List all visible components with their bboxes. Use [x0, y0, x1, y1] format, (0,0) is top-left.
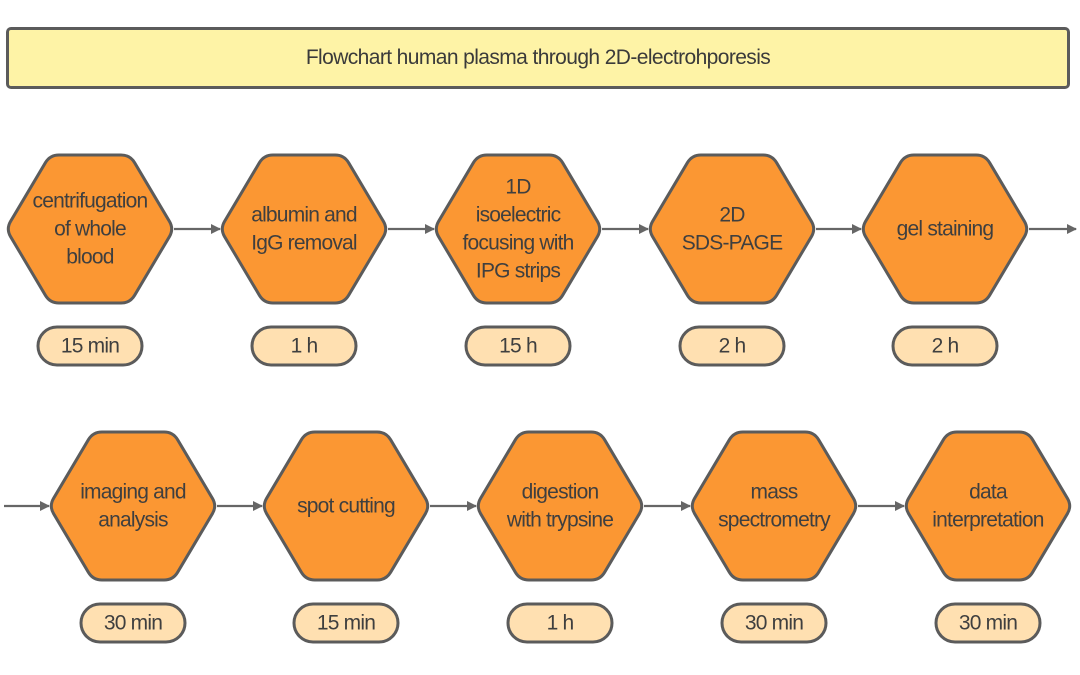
step-label: 2D — [719, 204, 745, 227]
step-hexagon — [434, 153, 602, 305]
step-label: 1D — [505, 176, 531, 199]
duration-label: 15 min — [61, 335, 119, 358]
duration-label: 15 h — [499, 335, 537, 358]
step-hexagon — [6, 153, 174, 305]
step-label: centrifugation — [33, 190, 148, 213]
duration-label: 2 h — [719, 335, 746, 358]
step-label: spot cutting — [297, 495, 395, 518]
process-step: mass spectrometry — [690, 430, 858, 582]
step-label: of whole — [54, 218, 126, 241]
duration-badge: 30 min — [934, 602, 1042, 644]
duration-label: 1 h — [291, 335, 318, 358]
duration-pill — [464, 325, 572, 367]
duration-pill — [292, 602, 400, 644]
duration-pill — [891, 325, 999, 367]
step-label: digestion — [522, 481, 599, 504]
duration-pill — [720, 602, 828, 644]
step-hexagon — [49, 430, 217, 582]
duration-pill — [250, 325, 358, 367]
duration-badge: 30 min — [720, 602, 828, 644]
step-label: mass — [751, 481, 798, 504]
step-label: IgG removal — [251, 232, 357, 255]
step-hexagon — [690, 430, 858, 582]
process-step: gel staining — [861, 153, 1029, 305]
step-label: with trypsine — [506, 509, 613, 532]
step-label: gel staining — [897, 218, 994, 241]
step-label: blood — [66, 246, 114, 269]
duration-badge: 15 min — [292, 602, 400, 644]
step-label: isoelectric — [476, 204, 561, 227]
step-label: data — [969, 481, 1008, 504]
duration-badge: 1 h — [250, 325, 358, 367]
duration-badge: 2 h — [678, 325, 786, 367]
duration-badge: 15 h — [464, 325, 572, 367]
duration-label: 30 min — [104, 612, 162, 635]
step-hexagon — [904, 430, 1072, 582]
process-step: data interpretation — [904, 430, 1072, 582]
step-label: focusing with — [463, 232, 574, 255]
process-step: digestion with trypsine — [476, 430, 644, 582]
duration-pill — [506, 602, 614, 644]
duration-pill — [934, 602, 1042, 644]
step-hexagon — [262, 430, 430, 582]
duration-badge: 2 h — [891, 325, 999, 367]
step-label: IPG strips — [476, 260, 560, 283]
duration-pill — [36, 325, 144, 367]
duration-label: 1 h — [547, 612, 574, 635]
diagram-title: Flowchart human plasma through 2D-electr… — [6, 27, 1070, 89]
process-step: centrifugation of whole blood — [6, 153, 174, 305]
step-label: spectrometry — [718, 509, 831, 532]
step-hexagon — [648, 153, 816, 305]
duration-badge: 1 h — [506, 602, 614, 644]
process-step: 2D SDS-PAGE — [648, 153, 816, 305]
step-label: albumin and — [251, 204, 357, 227]
duration-label: 30 min — [959, 612, 1017, 635]
step-label: imaging and — [80, 481, 186, 504]
duration-label: 30 min — [745, 612, 803, 635]
process-step: imaging and analysis — [49, 430, 217, 582]
step-label: interpretation — [932, 509, 1043, 532]
duration-pill — [678, 325, 786, 367]
step-hexagon — [220, 153, 388, 305]
step-label: SDS-PAGE — [682, 232, 783, 255]
duration-label: 2 h — [932, 335, 959, 358]
process-step: spot cutting — [262, 430, 430, 582]
duration-badge: 15 min — [36, 325, 144, 367]
step-hexagon — [861, 153, 1029, 305]
duration-badge: 30 min — [79, 602, 187, 644]
step-label: analysis — [98, 509, 168, 532]
duration-label: 15 min — [317, 612, 375, 635]
duration-pill — [79, 602, 187, 644]
step-hexagon — [476, 430, 644, 582]
